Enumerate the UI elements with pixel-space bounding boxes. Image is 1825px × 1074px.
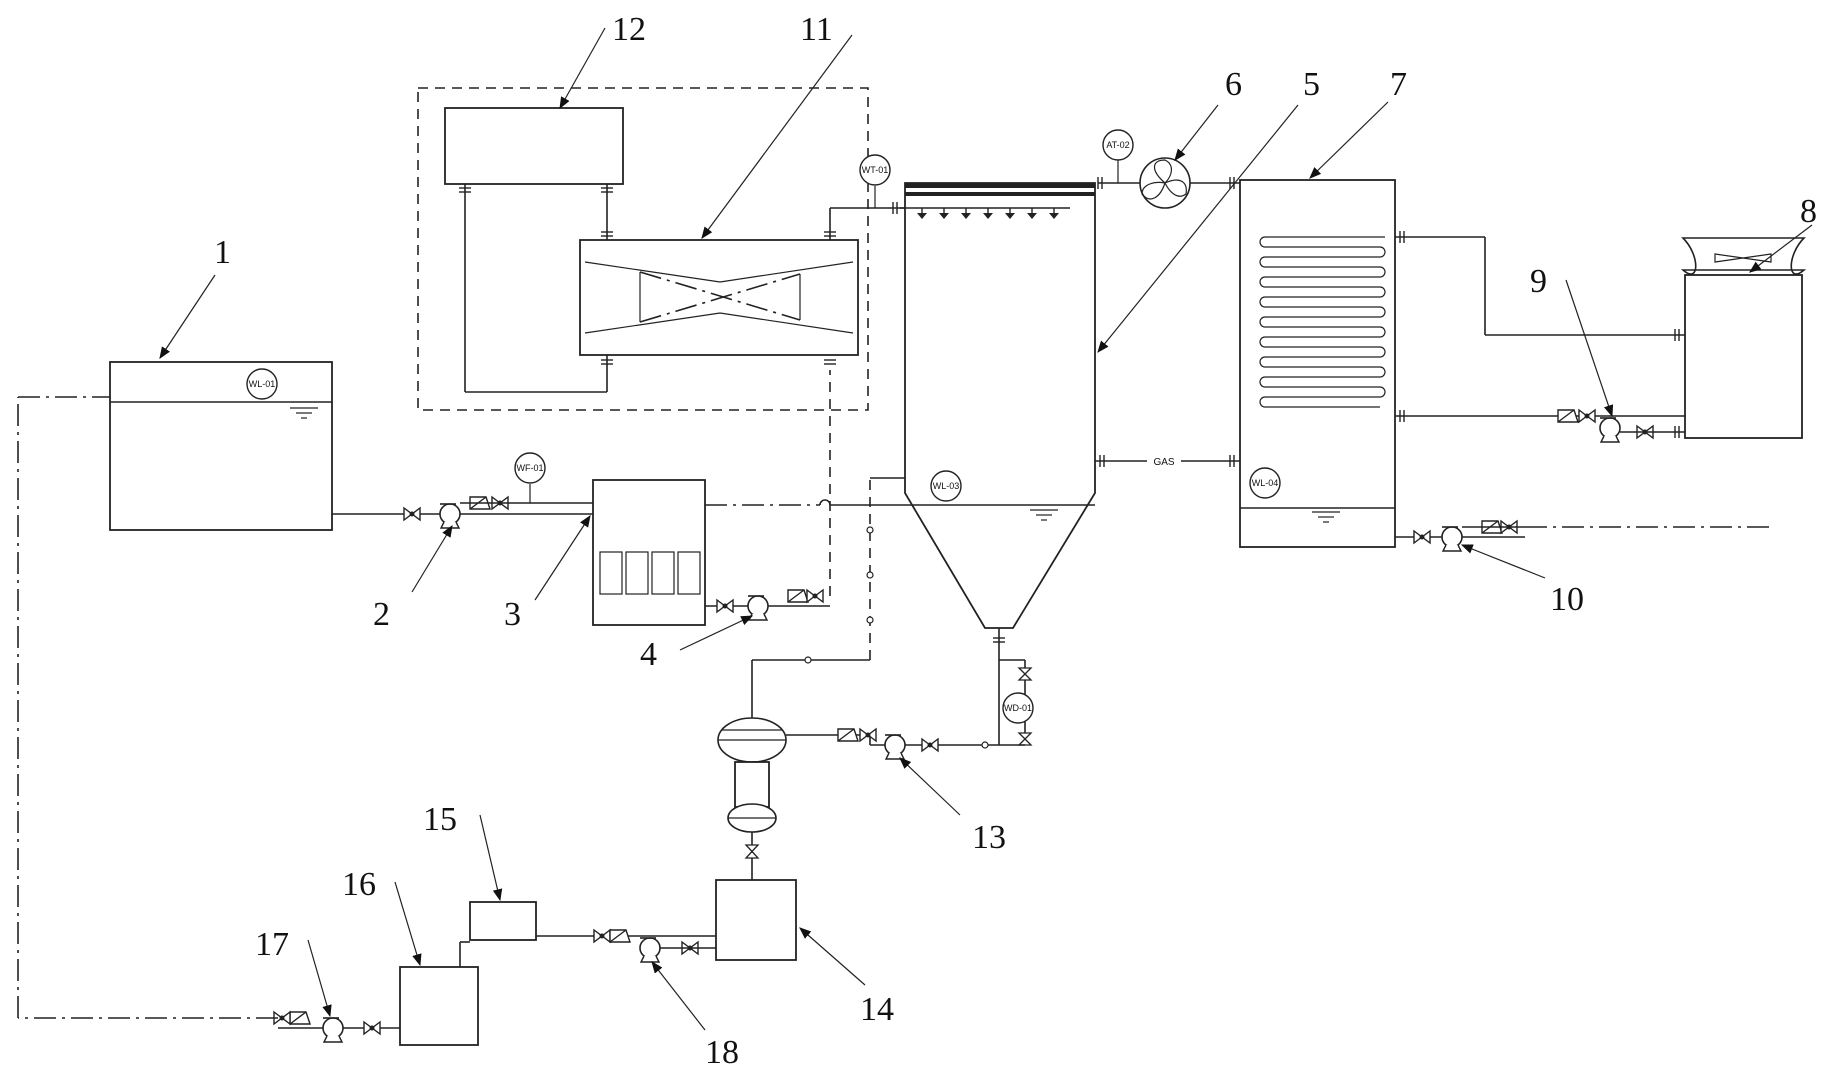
label-2: 2 bbox=[373, 596, 390, 633]
label-6: 6 bbox=[1225, 66, 1242, 103]
evaporation-tower: WL-03 bbox=[900, 182, 1096, 629]
instrument-wf01: WF-01 bbox=[517, 463, 544, 473]
label-8: 8 bbox=[1800, 193, 1817, 230]
label-7: 7 bbox=[1390, 66, 1407, 103]
label-10: 10 bbox=[1550, 581, 1584, 618]
cooling-tower-8 bbox=[1680, 237, 1807, 439]
label-11: 11 bbox=[800, 11, 833, 48]
label-15: 15 bbox=[423, 801, 457, 838]
label-9: 9 bbox=[1530, 263, 1547, 300]
heat-pump-enclosure bbox=[417, 87, 869, 411]
instrument-wd01: WD-01 bbox=[1004, 703, 1032, 713]
gas-label: GAS bbox=[1153, 457, 1174, 468]
unit-15 bbox=[469, 901, 537, 941]
water-level-symbol-condenser bbox=[1312, 511, 1340, 523]
residue-tank-14 bbox=[715, 879, 797, 961]
water-level-symbol bbox=[290, 407, 318, 419]
pretreatment-unit bbox=[592, 479, 706, 626]
instrument-wl03: WL-03 bbox=[933, 481, 960, 491]
label-18: 18 bbox=[705, 1034, 739, 1071]
label-1: 1 bbox=[214, 234, 231, 271]
raw-water-tank: WL-01 bbox=[109, 361, 333, 531]
instrument-at02: AT-02 bbox=[1106, 140, 1129, 150]
label-12: 12 bbox=[612, 11, 646, 48]
label-16: 16 bbox=[342, 866, 376, 903]
instrument-wl04: WL-04 bbox=[1252, 478, 1279, 488]
label-5: 5 bbox=[1303, 66, 1320, 103]
label-14: 14 bbox=[860, 991, 894, 1028]
separator bbox=[717, 717, 787, 880]
heat-pump-unit-12 bbox=[444, 107, 624, 185]
label-3: 3 bbox=[504, 596, 521, 633]
tank-16 bbox=[399, 966, 479, 1046]
instrument-wt01: WT-01 bbox=[862, 165, 889, 175]
fan-6: AT-02 bbox=[1097, 129, 1240, 209]
label-17: 17 bbox=[255, 926, 289, 963]
instrument-wl01: WL-01 bbox=[249, 379, 276, 389]
label-4: 4 bbox=[640, 636, 657, 673]
water-level-symbol-tower bbox=[1030, 509, 1058, 521]
label-13: 13 bbox=[972, 819, 1006, 856]
condenser-7: WL-04 bbox=[1239, 179, 1396, 548]
